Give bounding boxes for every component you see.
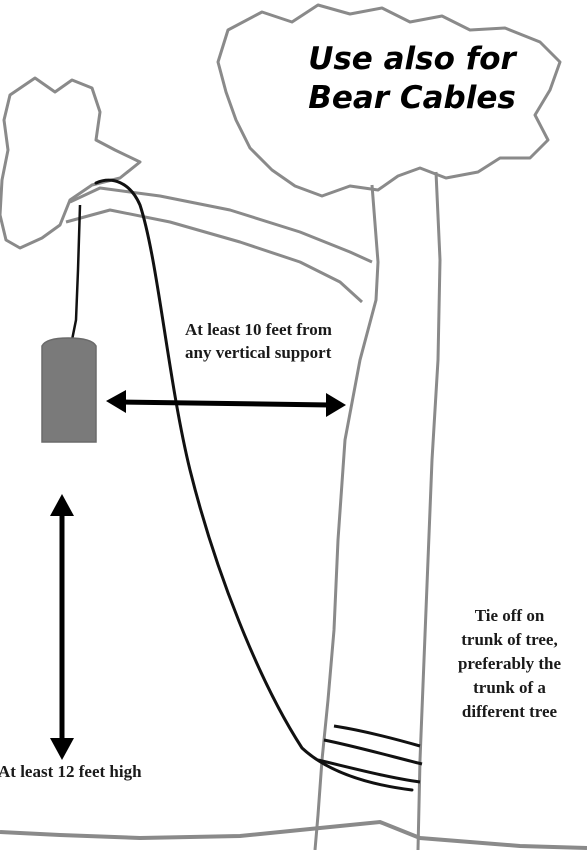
tie-off-line-4: trunk of a [432, 676, 587, 700]
tie-off-label: Tie off on trunk of tree, preferably the… [432, 604, 587, 724]
tree-branch-lower [66, 210, 362, 302]
tie-off-wrap-1 [334, 726, 420, 746]
vertical-height-arrow [50, 494, 74, 760]
tie-off-line-5: different tree [432, 700, 587, 724]
bag-rope [72, 205, 80, 340]
left-tree-canopy [0, 78, 140, 248]
headline-line-2: Bear Cables [272, 79, 552, 118]
distance-label-line-2: any vertical support [185, 341, 415, 364]
tie-off-line-1: Tie off on [432, 604, 587, 628]
height-label: At least 12 feet high [0, 760, 238, 784]
food-bag [42, 338, 96, 442]
horizontal-distance-arrow [106, 390, 346, 417]
tie-off-line-2: trunk of tree, [432, 628, 587, 652]
distance-label-line-1: At least 10 feet from [185, 318, 415, 341]
tree-trunk-right-edge [418, 172, 440, 850]
tree-branch-upper [70, 188, 372, 262]
bear-cables-headline: Use also for Bear Cables [272, 40, 552, 118]
ground-line [0, 822, 587, 848]
distance-label: At least 10 feet from any vertical suppo… [185, 318, 415, 364]
tie-off-wrap-3 [318, 760, 420, 782]
tie-off-line-3: preferably the [432, 652, 587, 676]
headline-line-1: Use also for [272, 40, 552, 79]
hanging-rope [96, 180, 412, 790]
